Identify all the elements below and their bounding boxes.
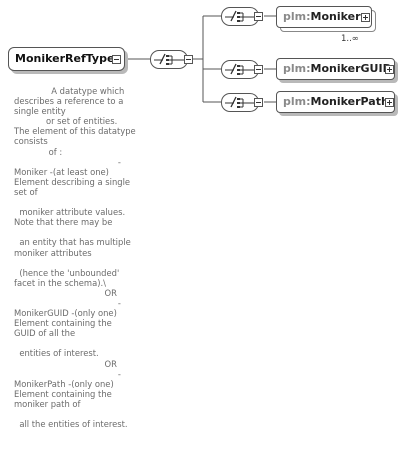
particle-collapse-icon[interactable] bbox=[254, 12, 263, 21]
collapse-toggle-icon[interactable] bbox=[112, 55, 121, 64]
sequence-compositor[interactable] bbox=[150, 50, 188, 69]
expand-toggle-icon[interactable] bbox=[385, 98, 394, 107]
multiplicity-label: 1..∞ bbox=[341, 34, 359, 44]
namespace-prefix: plm: bbox=[283, 95, 311, 108]
expand-toggle-icon[interactable] bbox=[361, 13, 370, 22]
documentation-annotation: A datatype which describes a reference t… bbox=[14, 86, 136, 430]
element-particle-monikerguid[interactable] bbox=[221, 60, 259, 79]
complex-type-label: MonikerRefType bbox=[15, 52, 115, 65]
element-box-monikerguid[interactable]: plm:MonikerGUID bbox=[276, 58, 395, 80]
sequence-icon bbox=[154, 53, 184, 65]
namespace-prefix: plm: bbox=[283, 10, 311, 23]
element-name: MonikerPath bbox=[310, 95, 389, 108]
expand-toggle-icon[interactable] bbox=[385, 65, 394, 74]
element-particle-icon bbox=[225, 10, 255, 22]
element-particle-icon bbox=[225, 63, 255, 75]
particle-collapse-icon[interactable] bbox=[254, 65, 263, 74]
element-particle-icon bbox=[225, 96, 255, 108]
particle-collapse-icon[interactable] bbox=[254, 98, 263, 107]
element-name: MonikerGUID bbox=[310, 62, 392, 75]
complex-type-box[interactable]: MonikerRefType bbox=[8, 47, 125, 71]
element-name: Moniker bbox=[310, 10, 361, 23]
element-box-moniker[interactable]: plm:Moniker bbox=[276, 6, 372, 28]
element-box-monikerpath[interactable]: plm:MonikerPath bbox=[276, 91, 395, 113]
namespace-prefix: plm: bbox=[283, 62, 311, 75]
sequence-collapse-icon[interactable] bbox=[184, 55, 193, 64]
